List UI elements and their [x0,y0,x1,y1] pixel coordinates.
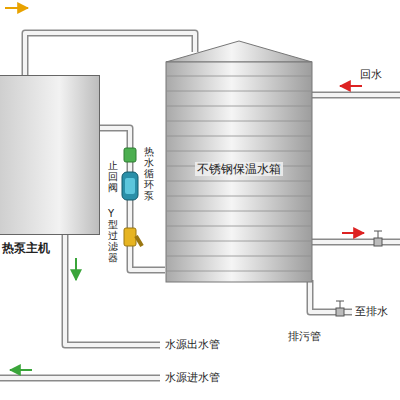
tank-label: 不锈钢保温水箱 [195,162,283,176]
y-strainer [124,228,142,246]
pump-label: 热水循环泵 [144,146,154,201]
pipe-label: 回水 [360,68,382,81]
pipe-label: 水源出水管 [165,338,220,351]
pipe-stroke [100,128,165,270]
check-valve [124,148,136,162]
valve-label: 止回阀 [108,160,118,193]
unit-label: 热泵主机 [2,241,50,255]
pipe-label: 至排水 [355,305,388,318]
pipe-label: 排污管 [288,330,321,343]
circulation-pump [122,172,138,200]
pipe-label: 水源进水管 [165,371,220,384]
water-tank: 不锈钢保温水箱 [165,40,313,285]
pipe-connector [100,128,165,270]
heat-pump-unit: 热泵主机 [0,75,100,235]
strainer-label: Y型过滤器 [108,208,118,263]
pipe-stroke [100,128,165,270]
